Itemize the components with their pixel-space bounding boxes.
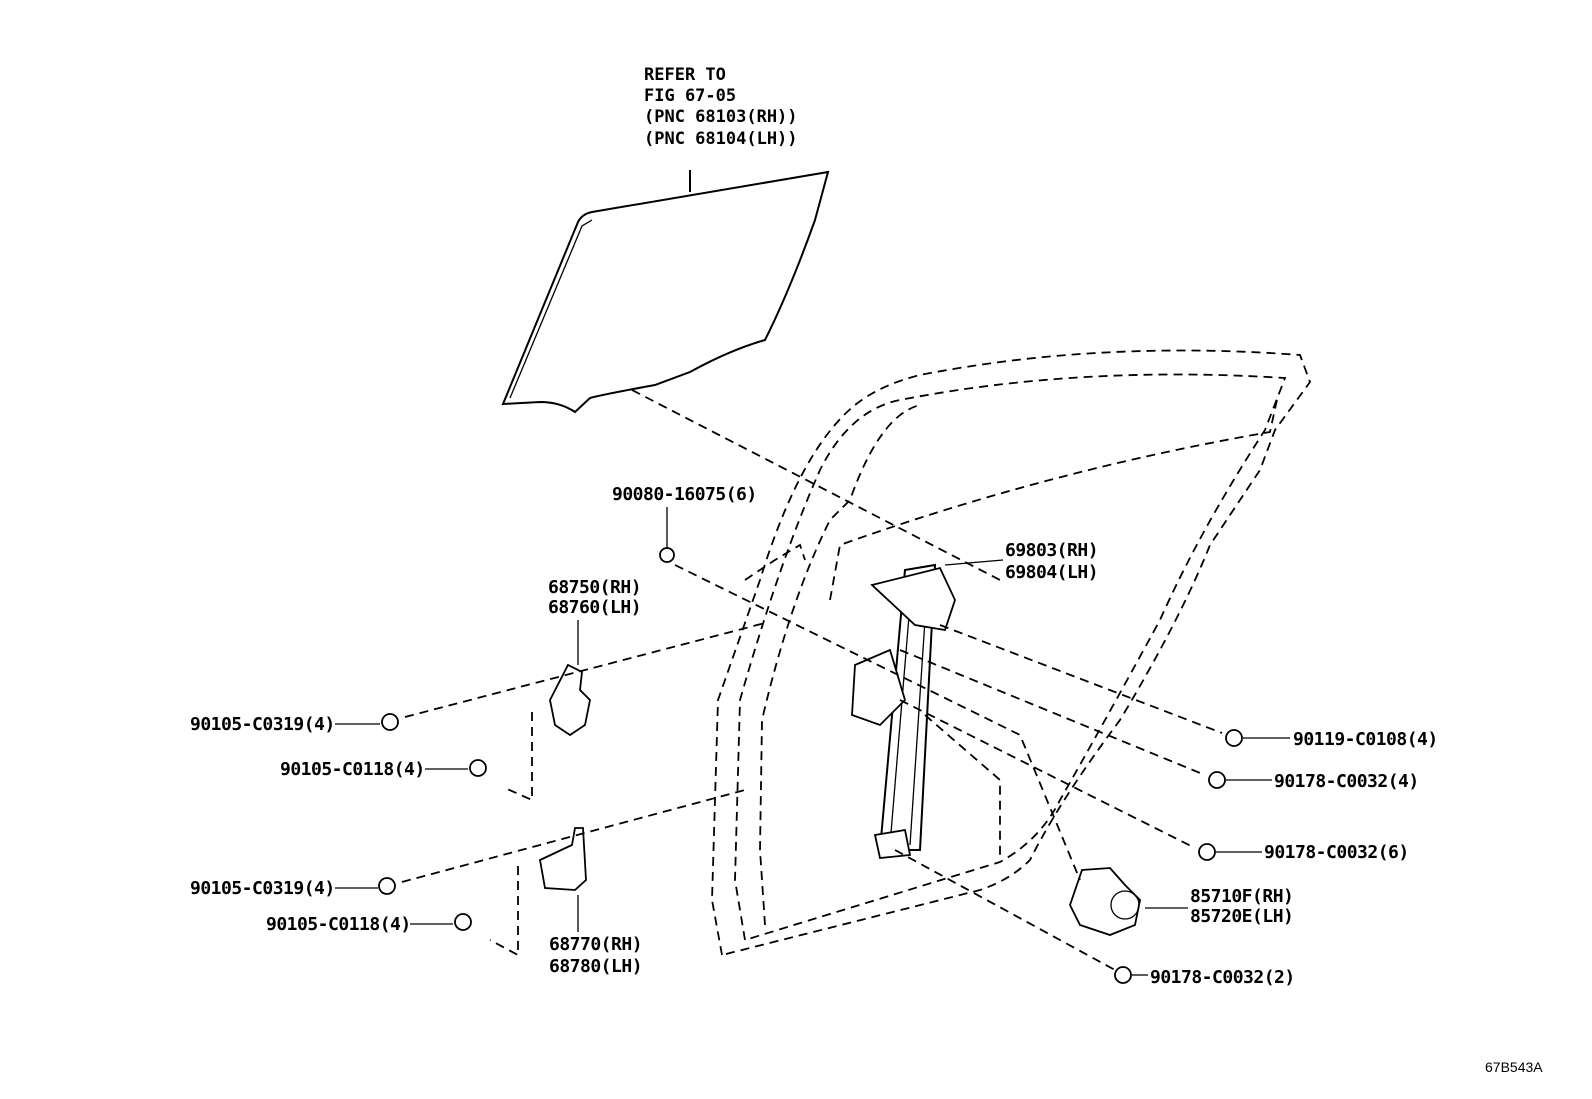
callout-upper-hinge-lh: 68760(LH): [548, 597, 641, 618]
assembly-lines: [401, 389, 1223, 971]
callout-lower-hinge-lh: 68780(LH): [549, 956, 642, 977]
callout-regulator-rh: 69803(RH): [1005, 540, 1098, 561]
glass-reference-line4: (PNC 68104(LH)): [644, 129, 798, 149]
callout-upper-hinge-rh: 68750(RH): [548, 577, 641, 598]
callout-nut-right-1: 90178-C0032(4): [1274, 771, 1419, 792]
callout-upper-bolt-a: 90105-C0319(4): [190, 714, 335, 735]
callout-regulator-lh: 69804(LH): [1005, 562, 1098, 583]
callout-lower-bolt-a: 90105-C0319(4): [190, 878, 335, 899]
callout-upper-bolt-b: 90105-C0118(4): [280, 759, 425, 780]
callout-lower-hinge-rh: 68770(RH): [549, 934, 642, 955]
lower-hinge: [489, 827, 587, 957]
callout-nut-right-2: 90178-C0032(6): [1264, 842, 1409, 863]
callout-screw-top: 90080-16075(6): [612, 484, 757, 505]
regulator-motor: [1069, 867, 1141, 936]
window-regulator: [851, 563, 956, 859]
glass-reference-line1: REFER TO: [644, 65, 726, 85]
figure-code: 67B543A: [1485, 1059, 1543, 1075]
glass-reference-line3: (PNC 68103(RH)): [644, 107, 798, 127]
door-glass: [501, 170, 830, 414]
glass-reference-line2: FIG 67-05: [644, 86, 736, 106]
callout-lower-bolt-b: 90105-C0118(4): [266, 914, 411, 935]
upper-hinge: [504, 663, 591, 802]
callout-nut-bottom: 90178-C0032(2): [1150, 967, 1295, 988]
fasteners: [378, 547, 1243, 984]
callout-bolt-right-1: 90119-C0108(4): [1293, 729, 1438, 750]
leader-lines: [335, 507, 1290, 976]
callout-motor-rh: 85710F(RH): [1190, 886, 1293, 907]
callout-motor-lh: 85720E(LH): [1190, 906, 1293, 927]
door-panel: [711, 349, 1312, 957]
